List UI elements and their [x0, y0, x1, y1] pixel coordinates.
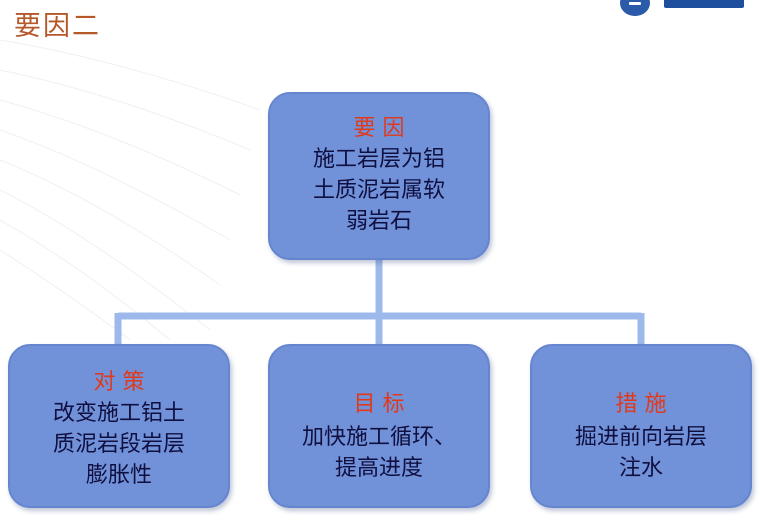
- slide-title: 要因二: [14, 11, 101, 42]
- logo-mark-icon: [620, 0, 650, 16]
- node-heading: 对 策: [93, 370, 145, 395]
- node-text: 加快施工循环、 提高进度: [301, 425, 456, 481]
- node-text: 掘进前向岩层 注水: [574, 425, 707, 481]
- root-node-box: 要 因 施工岩层为铝 土质泥岩属软 弱岩石: [268, 92, 490, 260]
- node-heading: 目 标: [353, 392, 405, 417]
- node-heading: 措 施: [615, 392, 667, 417]
- node-heading: 要 因: [353, 116, 405, 141]
- child-node-box: 目 标 加快施工循环、 提高进度: [268, 344, 490, 508]
- node-text: 改变施工铝土 质泥岩段岩层 膨胀性: [52, 401, 185, 488]
- child-node-box: 对 策 改变施工铝土 质泥岩段岩层 膨胀性: [8, 344, 230, 508]
- logo-wordmark: [664, 0, 744, 8]
- node-text: 施工岩层为铝 土质泥岩属软 弱岩石: [312, 147, 445, 234]
- company-logo: [620, 0, 760, 16]
- child-node-box: 措 施 掘进前向岩层 注水: [530, 344, 752, 508]
